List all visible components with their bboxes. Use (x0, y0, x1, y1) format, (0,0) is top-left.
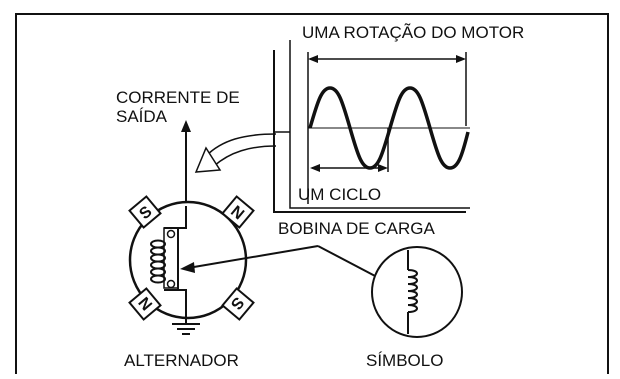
coil-symbol-windings (407, 269, 418, 313)
coil-core-bracket (164, 227, 179, 291)
signal-curved-arrow (205, 133, 277, 157)
cycle-label: UM CICLO (298, 185, 381, 204)
magnet-pole-top-right: N (221, 195, 255, 229)
charge-coil-arrowhead-left (180, 262, 195, 273)
alternator-stator (128, 200, 248, 320)
waveform-panel-inner (289, 40, 470, 209)
cycle-arrowhead-left (310, 164, 320, 172)
coil-output-lead (178, 206, 187, 229)
charge-coil-arrow-left (187, 245, 319, 269)
charge-coil-label: BOBINA DE CARGA (278, 219, 435, 238)
coil-terminal-bottom (166, 279, 176, 289)
sine-waveform (308, 86, 470, 170)
signal-curved-arrow-inner (213, 145, 277, 167)
rotation-arrowhead-left (308, 55, 318, 63)
signal-curved-arrowhead (194, 146, 222, 173)
magnet-pole-bottom-right: S (221, 287, 255, 321)
output-current-label-line2: SAÍDA (116, 107, 168, 126)
alternator-label: ALTERNADOR (124, 351, 239, 370)
cycle-arrowhead-right (378, 164, 388, 172)
output-current-arrowhead (181, 120, 191, 132)
rotation-arrowhead-right (456, 55, 466, 63)
magnet-pole-top-left: S (128, 195, 162, 229)
magnet-pole-bottom-left: N (128, 287, 162, 321)
outer-frame (15, 13, 609, 374)
output-current-label-line1: CORRENTE DE (116, 88, 240, 107)
ground-lead (178, 289, 187, 324)
coil-terminal-top (166, 229, 176, 239)
symbol-label: SÍMBOLO (366, 351, 443, 370)
rotation-label: UMA ROTAÇÃO DO MOTOR (302, 23, 524, 42)
coil-symbol-circle (371, 246, 463, 338)
waveform-panel-edge (273, 50, 290, 133)
charge-coil-windings (150, 239, 166, 284)
